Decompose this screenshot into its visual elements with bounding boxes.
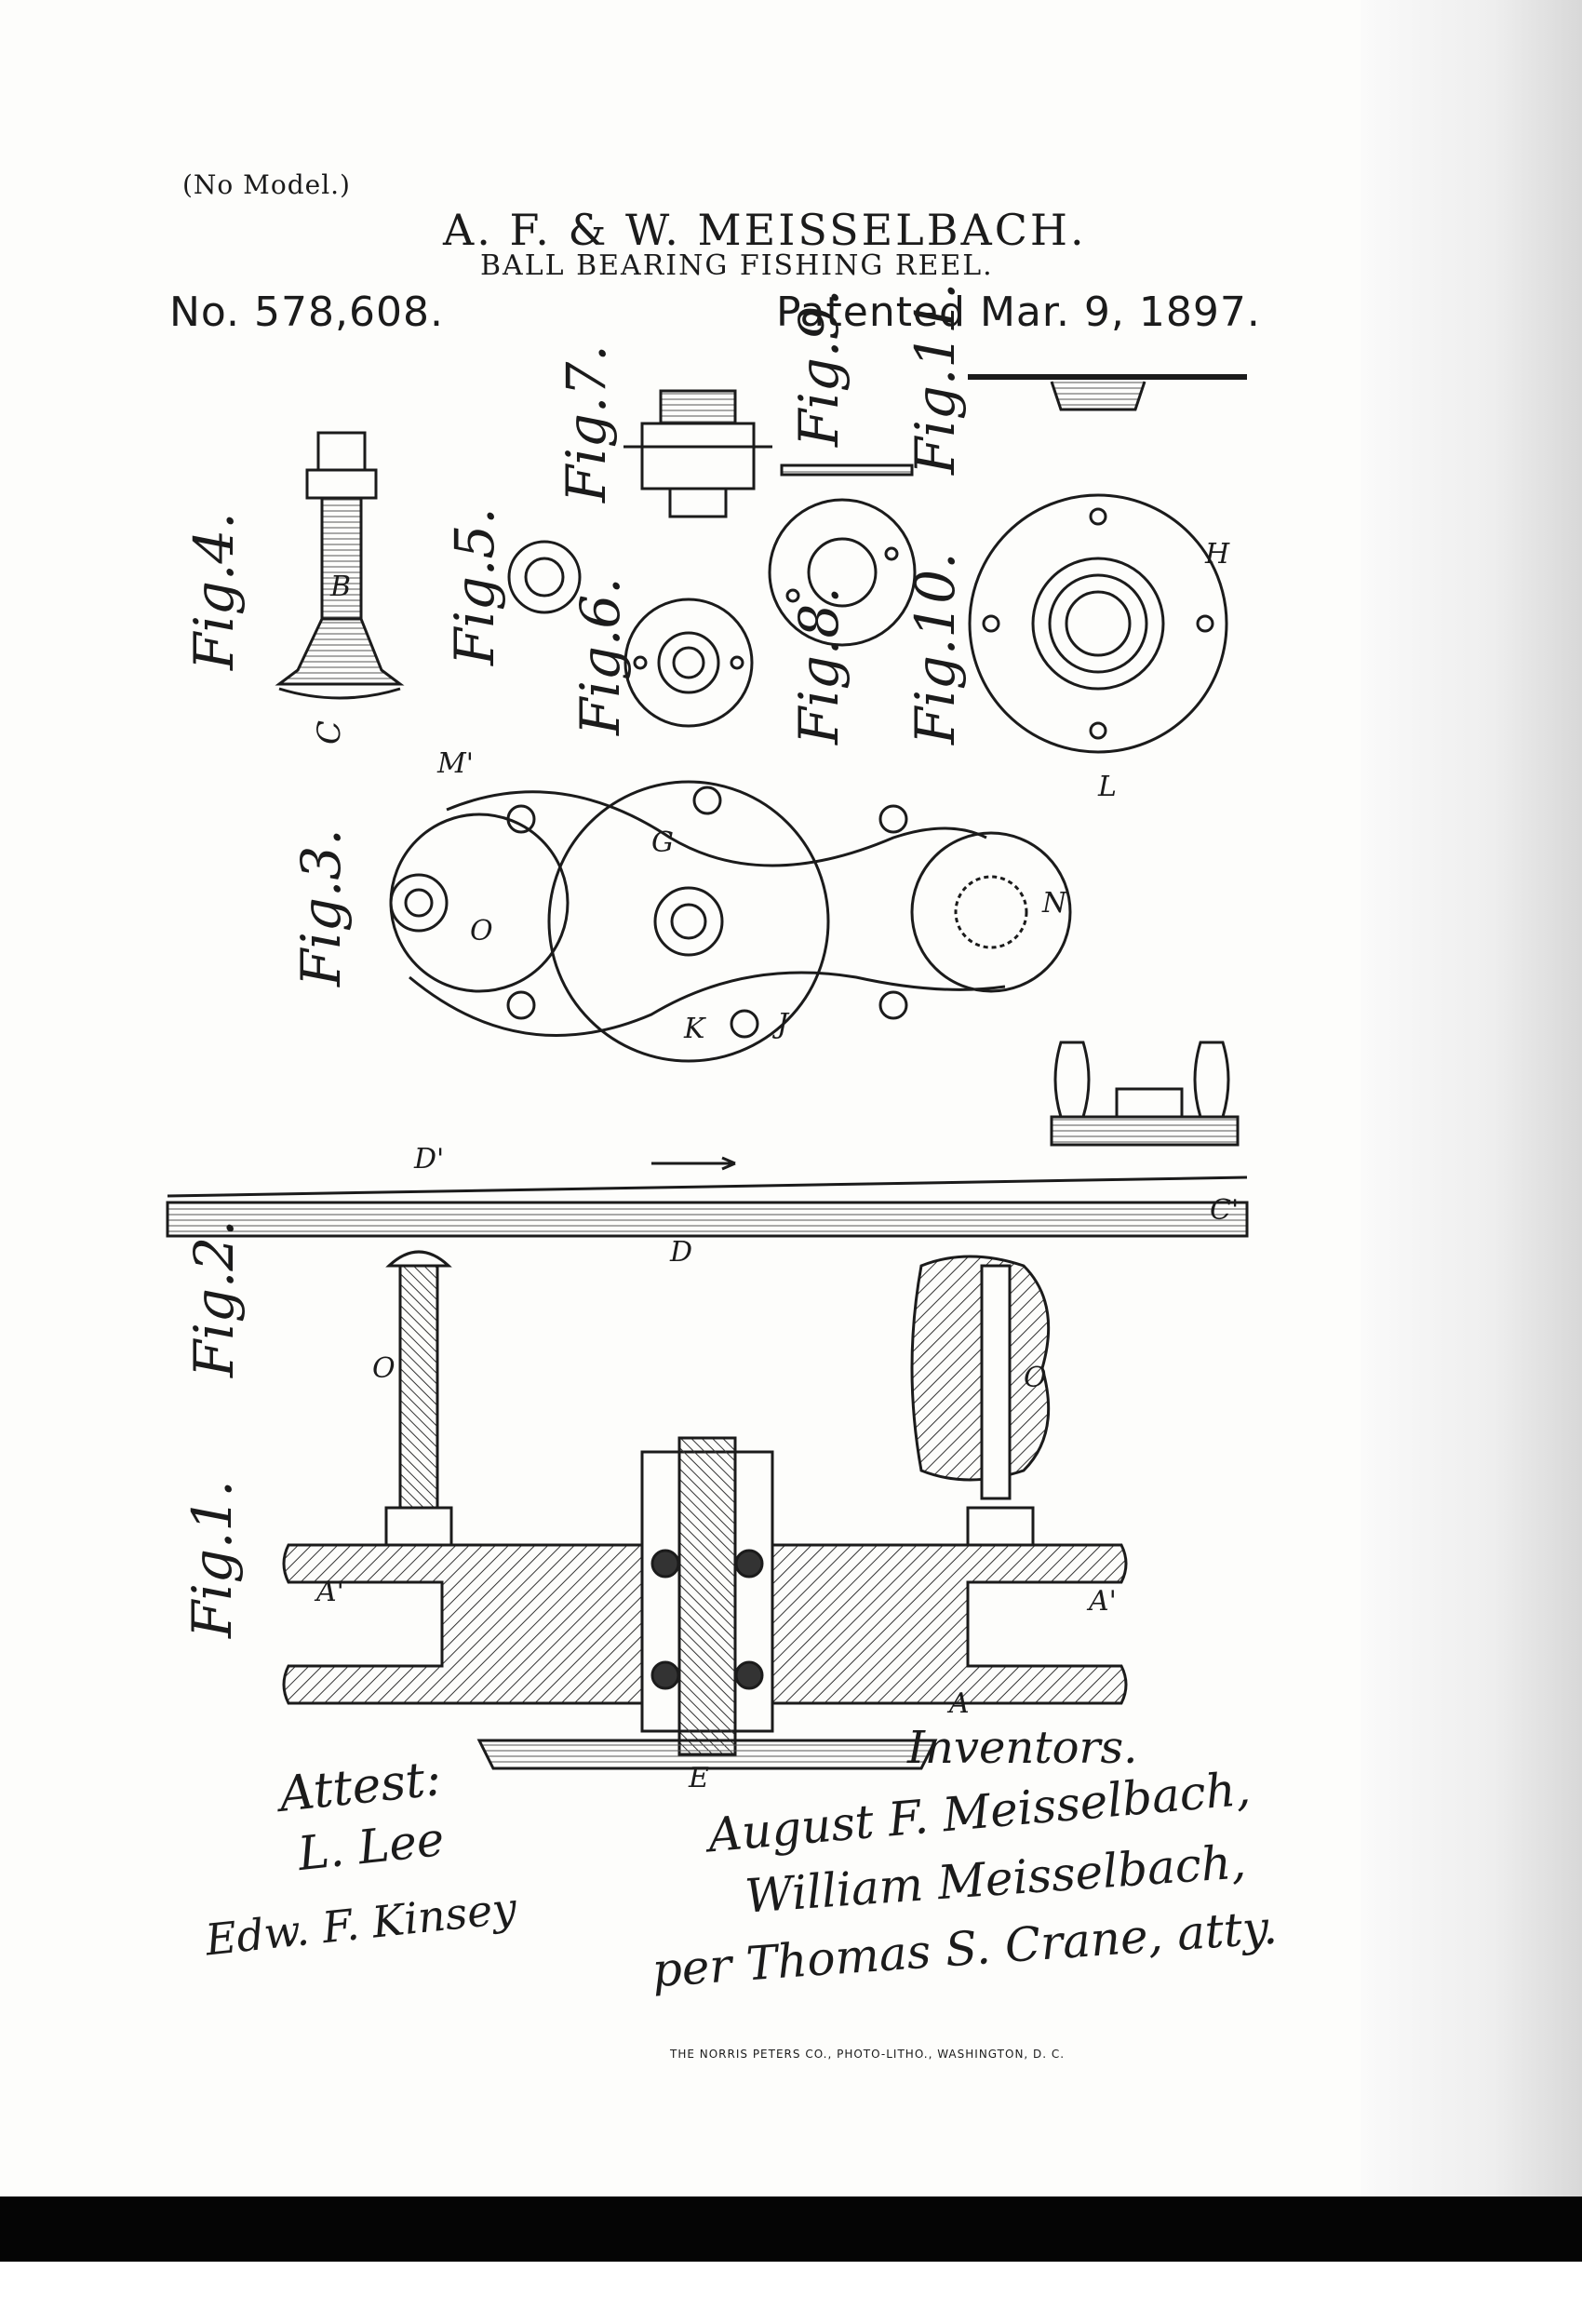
fig-3-label: Fig.3. <box>289 828 353 987</box>
ref-k: K <box>683 1013 706 1045</box>
ref-j: J <box>771 1008 790 1041</box>
ref-a: A <box>946 1687 970 1720</box>
patent-inventors: A. F. & W. MEISSELBACH. <box>443 205 1087 255</box>
reel-side-view <box>1050 1041 1240 1147</box>
figure-9-plate <box>780 463 914 477</box>
patent-number: No. 578,608. <box>169 289 444 336</box>
ref-g: G <box>651 826 674 859</box>
figure-3-plate <box>389 780 1072 1063</box>
figure-10-disc <box>968 493 1228 754</box>
patent-date: Patented Mar. 9, 1897. <box>776 289 1261 336</box>
fig-6-label: Fig.6. <box>569 577 632 736</box>
ref-d: D <box>669 1236 692 1269</box>
reference-letters: B M' O G K J N H L D' D O O C' A' A' A E <box>314 538 1239 1794</box>
scan-bottom-band <box>0 2196 1582 2262</box>
ref-c-prime: C' <box>1210 1194 1239 1227</box>
ref-d-prime: D' <box>413 1143 444 1175</box>
ref-m-prime: M' <box>436 747 474 780</box>
figure-4-spindle <box>275 431 405 700</box>
fig-8-label: Fig.8. <box>787 586 851 746</box>
lithographer-imprint: THE NORRIS PETERS CO., PHOTO-LITHO., WAS… <box>670 2048 1066 2061</box>
figure-8-ring <box>768 498 917 647</box>
ref-o-fig1: O <box>372 1352 396 1385</box>
fig-10-label: Fig.10. <box>904 552 967 746</box>
inventors-heading: Inventors. <box>907 1722 1138 1774</box>
ref-n: N <box>1041 887 1068 920</box>
ref-a-prime-right: A' <box>1086 1585 1117 1618</box>
figure-7-bearing <box>623 389 772 518</box>
fig-11-label: Fig.11. <box>904 282 967 476</box>
fig-2-label: Fig.2. <box>182 1219 246 1378</box>
ref-e: E <box>688 1762 709 1794</box>
figure-1-section <box>282 1250 1128 1770</box>
figure-5-washer <box>507 540 582 614</box>
figure-6-cup <box>623 598 754 728</box>
ref-b: B <box>329 571 351 603</box>
ref-o-fig3: O <box>470 915 493 947</box>
fishing-rod <box>166 1156 1249 1238</box>
ref-h: H <box>1204 538 1230 571</box>
fig-1-label: Fig.1. <box>181 1480 244 1639</box>
fig-9-label: Fig.9. <box>787 289 851 448</box>
fig-7-label: Fig.7. <box>555 344 618 504</box>
fig-4-label: Fig.4. <box>182 512 246 671</box>
ref-a-prime: A' <box>314 1576 344 1608</box>
ref-o-right: O <box>1024 1362 1047 1394</box>
scan-bottom-margin <box>0 2262 1582 2324</box>
ref-l: L <box>1097 771 1117 803</box>
label-c-fig4: C <box>311 720 348 745</box>
fig-5-label: Fig.5. <box>443 507 506 666</box>
patent-title: BALL BEARING FISHING REEL. <box>480 249 994 282</box>
model-note: (No Model.) <box>182 169 351 200</box>
figure-11-cup-section <box>968 374 1247 411</box>
scan-edge-shadow <box>1361 0 1582 2196</box>
